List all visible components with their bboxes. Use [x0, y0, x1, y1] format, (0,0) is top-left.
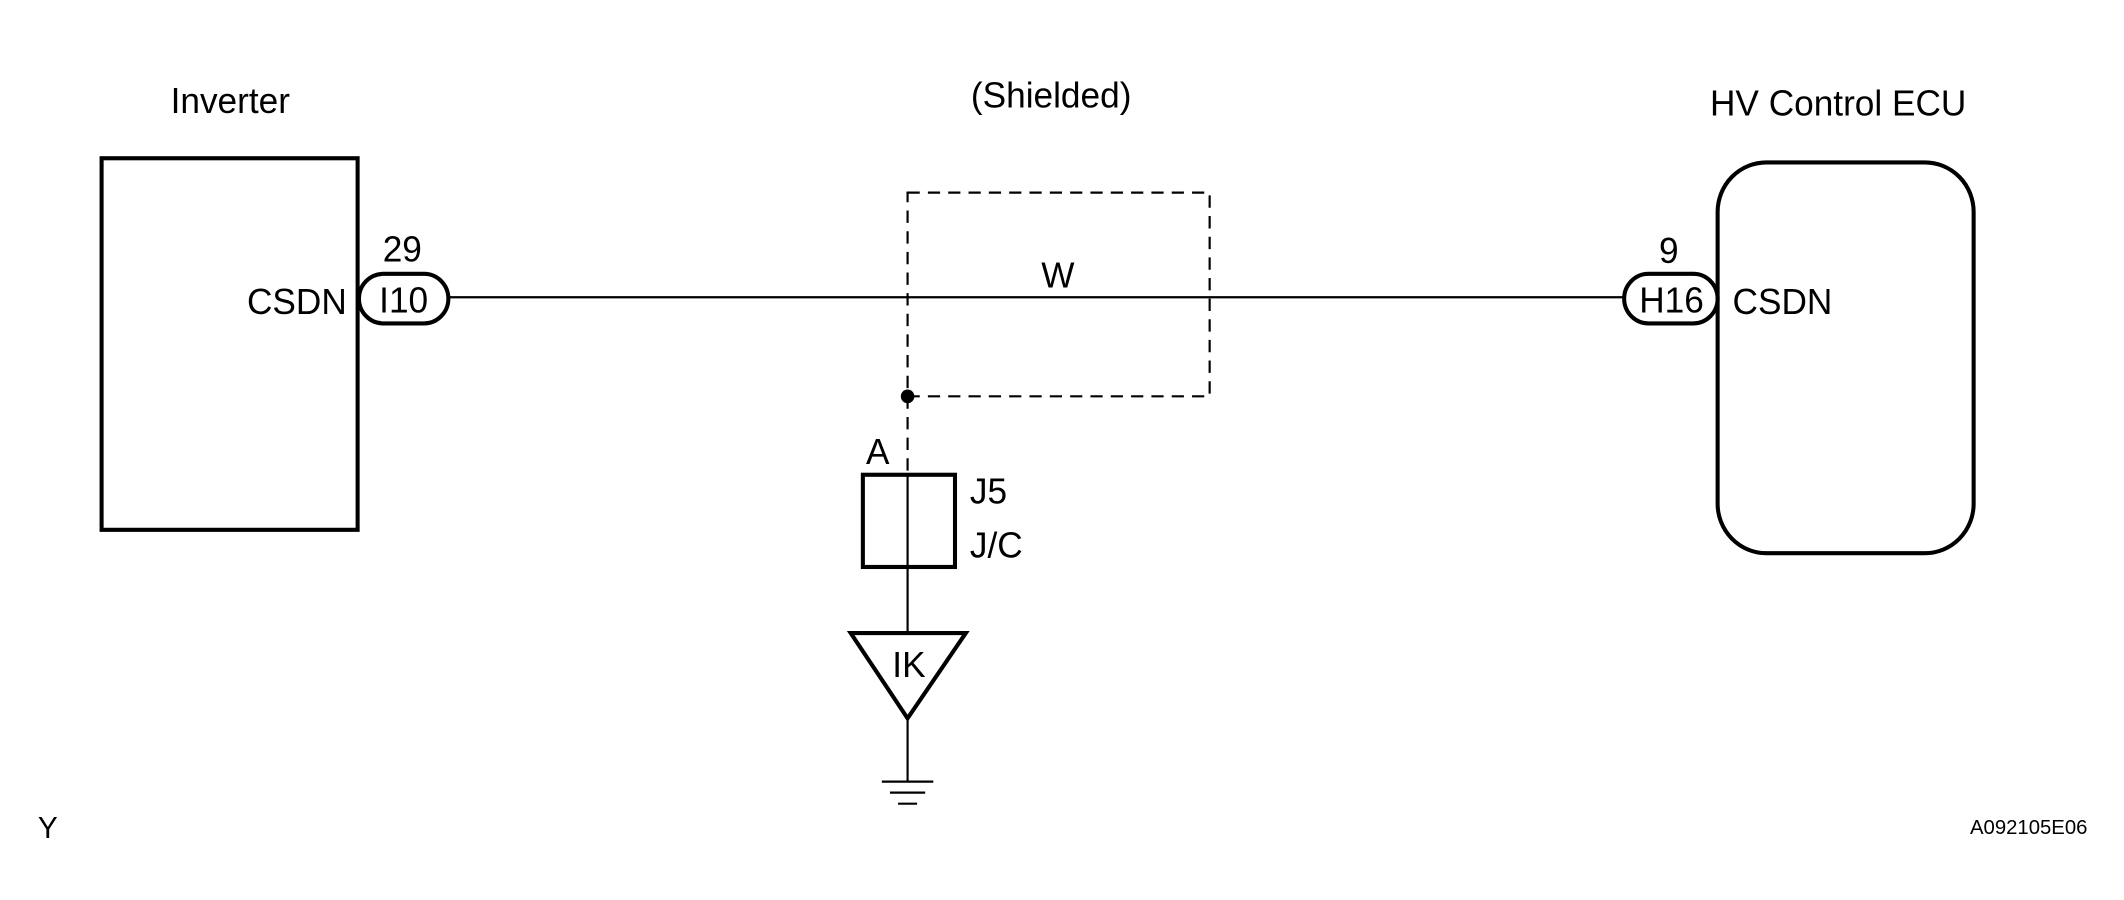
shield-outline — [906, 191, 1211, 398]
junction-pin-label: A — [866, 432, 890, 472]
ecu-terminal-label: CSDN — [1733, 282, 1833, 322]
inverter-label: Inverter — [171, 81, 291, 121]
junction-connector-code: J5 — [970, 471, 1007, 511]
ground-icon — [881, 780, 934, 805]
ground-point-code: IK — [892, 645, 926, 685]
ecu-connector-code: H16 — [1639, 280, 1704, 320]
inverter-connector-code: I10 — [379, 280, 428, 320]
wire-color-label: W — [1041, 255, 1075, 295]
footer-left-code: Y — [38, 812, 58, 845]
shield-label: (Shielded) — [971, 75, 1132, 115]
ecu-box — [1715, 160, 1976, 556]
figure-id: A092105E06 — [1970, 816, 2087, 839]
inverter-connector-pill — [356, 271, 451, 326]
junction-connector-box — [860, 472, 958, 570]
ecu-pin-number: 9 — [1659, 231, 1679, 271]
inverter-terminal-label: CSDN — [247, 282, 347, 322]
inverter-box — [99, 156, 360, 532]
junction-type-label: J/C — [970, 525, 1023, 565]
ecu-label: HV Control ECU — [1710, 83, 1966, 123]
inverter-pin-number: 29 — [383, 229, 422, 269]
ground-point-triangle — [846, 630, 970, 722]
